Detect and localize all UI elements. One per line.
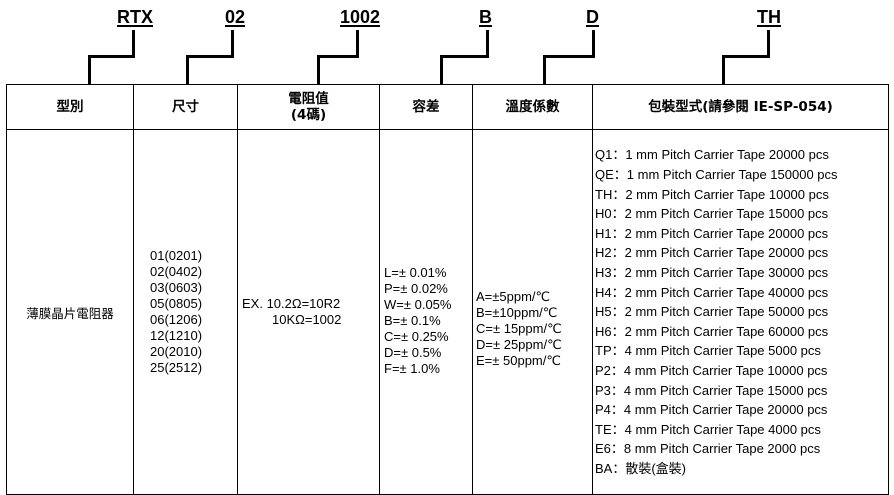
- size-item: 25(2512): [150, 360, 203, 375]
- packaging-item: H6：2 mm Pitch Carrier Tape 60000 pcs: [595, 323, 829, 339]
- tolerance-item: W=± 0.05%: [384, 297, 452, 312]
- packaging-item: H2：2 mm Pitch Carrier Tape 20000 pcs: [595, 245, 829, 261]
- header-row: 型別 尺寸 電阻值 (4碼) 容差 溫度係數 包裝型式(請參閱 IE-SP-05…: [6, 84, 889, 130]
- tolerance-item: F=± 1.0%: [384, 361, 440, 376]
- header-packaging: 包裝型式(請參閱 IE-SP-054): [592, 84, 889, 130]
- tolerance-item: C=± 0.25%: [384, 329, 449, 344]
- packaging-item: H3：2 mm Pitch Carrier Tape 30000 pcs: [595, 265, 829, 281]
- header-resistance: 電阻值 (4碼): [237, 84, 380, 130]
- code-size: 02: [225, 7, 246, 27]
- tcr-item: D=± 25ppm/℃: [476, 337, 562, 352]
- size-item: 01(0201): [150, 248, 203, 263]
- size-item: 05(0805): [150, 296, 203, 311]
- code-series: RTX: [117, 7, 153, 27]
- size-item: 02(0402): [150, 264, 203, 279]
- size-item: 20(2010): [150, 344, 203, 359]
- size-list: 01(0201) 02(0402) 03(0603) 05(0805) 06(1…: [133, 129, 238, 495]
- packaging-list: Q1：1 mm Pitch Carrier Tape 20000 pcs QE：…: [592, 129, 889, 495]
- resistance-example: EX. 10.2Ω=10R2: [242, 296, 341, 311]
- header-tolerance: 容差: [379, 84, 473, 130]
- packaging-item: QE：1 mm Pitch Carrier Tape 150000 pcs: [595, 167, 838, 183]
- code-packaging: TH: [757, 7, 781, 27]
- packaging-item: H4：2 mm Pitch Carrier Tape 40000 pcs: [595, 284, 829, 300]
- size-item: 03(0603): [150, 280, 203, 295]
- header-size: 尺寸: [133, 84, 238, 130]
- code-resistance: 1002: [340, 7, 381, 27]
- packaging-item: P3：4 mm Pitch Carrier Tape 15000 pcs: [595, 382, 828, 398]
- tolerance-item: B=± 0.1%: [384, 313, 441, 328]
- tolerance-item: D=± 0.5%: [384, 345, 442, 360]
- size-item: 06(1206): [150, 312, 203, 327]
- packaging-item: P4：4 mm Pitch Carrier Tape 20000 pcs: [595, 402, 828, 418]
- tcr-item: E=± 50ppm/℃: [476, 353, 561, 368]
- tolerance-item: P=± 0.02%: [384, 281, 448, 296]
- header-resistance-line2: (4碼): [290, 107, 327, 123]
- tcr-item: C=± 15ppm/℃: [476, 321, 562, 336]
- packaging-item: H5：2 mm Pitch Carrier Tape 50000 pcs: [595, 304, 829, 320]
- size-item: 12(1210): [150, 328, 203, 343]
- packaging-item: H1：2 mm Pitch Carrier Tape 20000 pcs: [595, 225, 829, 241]
- header-type: 型別: [6, 84, 134, 130]
- resistance-examples: EX. 10.2Ω=10R2 10KΩ=1002: [237, 129, 380, 495]
- resistance-example: 10KΩ=1002: [272, 312, 342, 327]
- tcr-item: B=±10ppm/℃: [476, 305, 558, 320]
- tolerance-item: L=± 0.01%: [384, 265, 447, 280]
- packaging-item: TH：2 mm Pitch Carrier Tape 10000 pcs: [595, 186, 829, 202]
- tcr-item: A=±5ppm/℃: [476, 289, 551, 304]
- type-value: 薄膜晶片電阻器: [6, 129, 134, 495]
- header-tcr: 溫度係數: [472, 84, 593, 130]
- tolerance-list: L=± 0.01% P=± 0.02% W=± 0.05% B=± 0.1% C…: [379, 129, 473, 495]
- code-tcr: D: [586, 7, 599, 27]
- packaging-item: TP：4 mm Pitch Carrier Tape 5000 pcs: [595, 343, 821, 359]
- code-tolerance: B: [479, 7, 492, 27]
- packaging-item: P2：4 mm Pitch Carrier Tape 10000 pcs: [595, 362, 828, 378]
- part-number-spec-table: 型別 尺寸 電阻值 (4碼) 容差 溫度係數 包裝型式(請參閱 IE-SP-05…: [6, 84, 889, 495]
- body-row: 薄膜晶片電阻器 01(0201) 02(0402) 03(0603) 05(08…: [6, 129, 889, 495]
- packaging-item: H0：2 mm Pitch Carrier Tape 15000 pcs: [595, 206, 829, 222]
- header-resistance-line1: 電阻值: [288, 91, 329, 107]
- tcr-list: A=±5ppm/℃ B=±10ppm/℃ C=± 15ppm/℃ D=± 25p…: [472, 129, 593, 495]
- packaging-item: TE：4 mm Pitch Carrier Tape 4000 pcs: [595, 421, 821, 437]
- packaging-item: Q1：1 mm Pitch Carrier Tape 20000 pcs: [595, 147, 829, 163]
- packaging-item: E6：8 mm Pitch Carrier Tape 2000 pcs: [595, 441, 821, 457]
